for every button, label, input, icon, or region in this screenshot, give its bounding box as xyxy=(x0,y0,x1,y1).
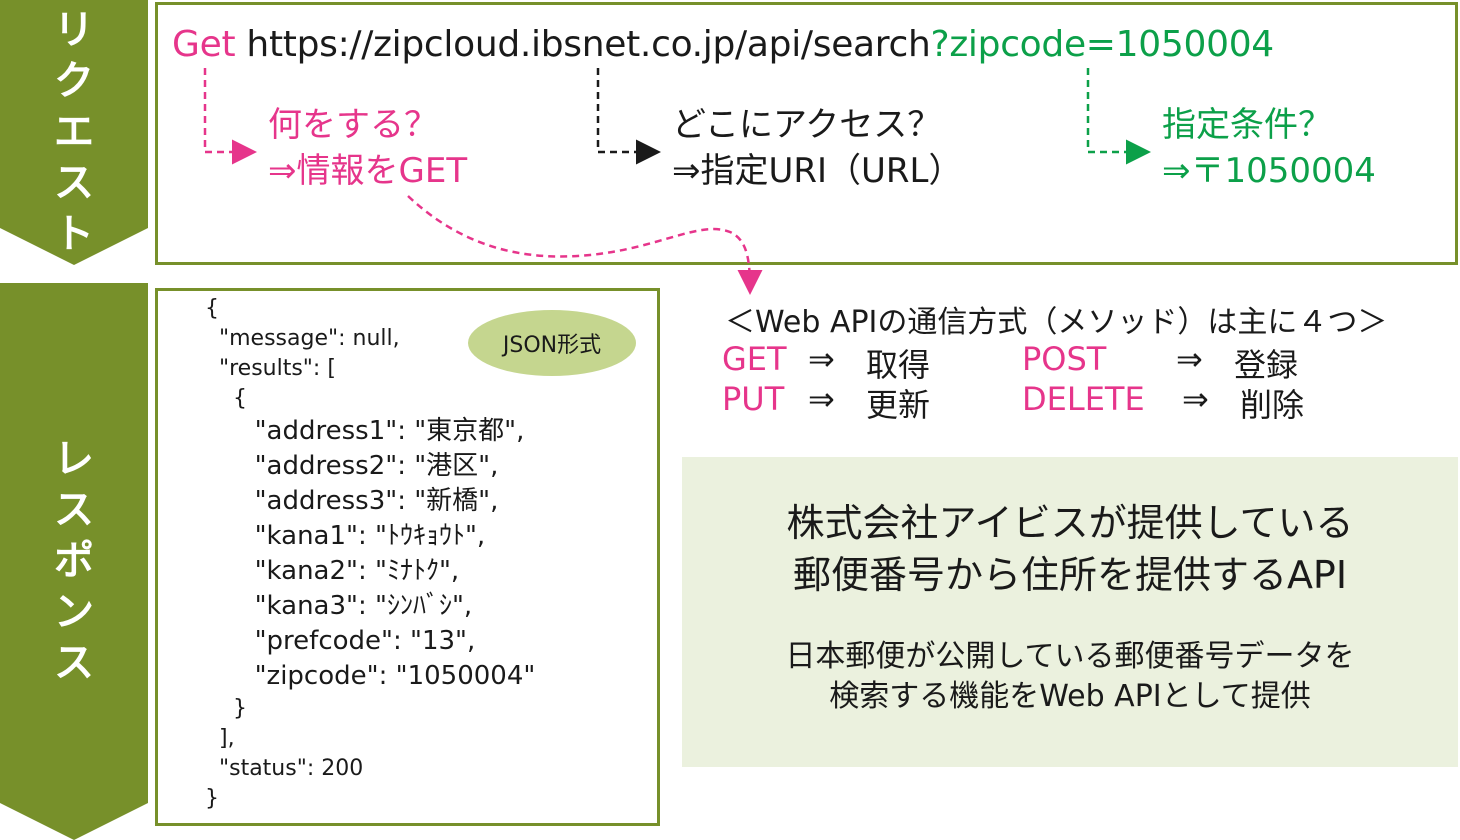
get-to-methods-arrow xyxy=(407,195,763,295)
method-arrow xyxy=(203,68,257,165)
json-line: "address1": "東京都", xyxy=(205,416,525,446)
method-put: PUT xyxy=(722,380,785,418)
where-label: どこにアクセス？ ⇒指定URI（URL） xyxy=(672,105,963,191)
method-post-meaning: 登録 xyxy=(1234,346,1299,384)
method-delete: DELETE xyxy=(1022,380,1145,418)
json-line: { xyxy=(205,386,247,411)
banner-arrow-shape xyxy=(0,283,148,840)
method-post: POST xyxy=(1022,340,1107,378)
query-arrow xyxy=(1086,68,1151,165)
json-format-badge: JSON形式 xyxy=(468,310,636,376)
json-line: "status": 200 xyxy=(205,756,364,781)
json-line: } xyxy=(205,786,219,811)
response-section-banner: レ ス ポ ン ス xyxy=(0,283,148,840)
url-base: https://zipcloud.ibsnet.co.jp/api/search xyxy=(246,24,931,65)
json-line: "zipcode": "1050004" xyxy=(205,661,536,691)
json-line: "kana2": "ﾐﾅﾄｸ", xyxy=(205,556,460,586)
request-url: Get https://zipcloud.ibsnet.co.jp/api/se… xyxy=(172,24,1274,65)
json-line: "kana3": "ｼﾝﾊﾞｼ", xyxy=(205,591,473,621)
method-get-meaning: 取得 xyxy=(866,346,931,384)
json-line: "results": [ xyxy=(205,356,336,381)
methods-title: ＜Web APIの通信方式（メソッド）は主に４つ＞ xyxy=(725,305,1388,340)
json-line: "kana1": "ﾄｳｷｮｳﾄ", xyxy=(205,521,486,551)
what-label: 何をする？ ⇒情報をGET xyxy=(268,105,468,191)
response-section-label: レ ス ポ ン ス xyxy=(54,435,94,687)
response-box xyxy=(155,288,660,826)
method-delete-meaning: 削除 xyxy=(1240,386,1305,424)
url-arrow xyxy=(596,68,661,165)
banner-arrow-shape xyxy=(0,0,148,265)
method-put-meaning: 更新 xyxy=(866,386,931,424)
json-line: "address3": "新橋", xyxy=(205,486,499,516)
method-arrow-icon: ⇒ xyxy=(808,380,835,418)
url-query: ?zipcode=1050004 xyxy=(930,24,1275,65)
json-line: "prefcode": "13", xyxy=(205,626,476,656)
request-section-banner: リ ク エ ス ト xyxy=(0,0,148,265)
api-info-panel: 株式会社アイビスが提供している 郵便番号から住所を提供するAPI 日本郵便が公開… xyxy=(682,457,1458,767)
info-headline: 株式会社アイビスが提供している 郵便番号から住所を提供するAPI xyxy=(786,501,1354,597)
method-arrow-icon: ⇒ xyxy=(1176,340,1203,378)
json-line: "message": null, xyxy=(205,326,400,351)
json-response: { "message": null, "results": [ { "addre… xyxy=(205,294,535,814)
method-arrow-icon: ⇒ xyxy=(1182,380,1209,418)
request-box xyxy=(155,2,1458,265)
method-get: GET xyxy=(722,340,787,378)
json-line: { xyxy=(205,296,219,321)
method-arrow-icon: ⇒ xyxy=(808,340,835,378)
request-section-label: リ ク エ ス ト xyxy=(54,6,94,258)
json-line: "address2": "港区", xyxy=(205,451,499,481)
http-method: Get xyxy=(172,24,236,65)
json-line: } xyxy=(205,696,247,721)
json-line: ], xyxy=(205,726,235,751)
condition-label: 指定条件？ ⇒〒1050004 xyxy=(1162,105,1376,191)
info-description: 日本郵便が公開している郵便番号データを 検索する機能をWeb APIとして提供 xyxy=(785,639,1355,714)
